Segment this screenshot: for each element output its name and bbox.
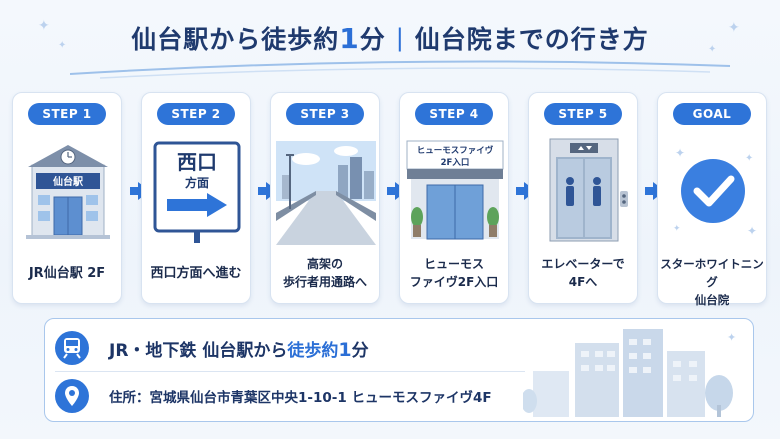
access-walk: 徒歩約 bbox=[287, 340, 339, 361]
step-caption-line2: 4Fへ bbox=[568, 275, 598, 289]
goal-badge: GOAL bbox=[673, 103, 751, 125]
sparkle-icon: ✦ bbox=[708, 44, 717, 55]
svg-text:✦: ✦ bbox=[747, 224, 757, 238]
title-part3: 仙台院までの行き方 bbox=[414, 25, 649, 54]
title-swoosh bbox=[70, 60, 730, 79]
step-caption: ヒューモス ファイヴ2F入口 bbox=[400, 255, 508, 291]
access-row: JR・地下鉄 仙台駅から徒歩約1分 bbox=[55, 325, 555, 371]
step-card-goal: GOAL ✦ ✦ ✦ ✦ スターホワイトニング 仙台院 bbox=[657, 92, 767, 307]
step-caption: 高架の 歩行者用通路へ bbox=[271, 255, 379, 291]
sparkle-icon: ✦ bbox=[38, 18, 50, 34]
city-skyline-illustration: ✦ bbox=[523, 329, 736, 417]
entrance-sign-line1: ヒューモスファイヴ bbox=[417, 145, 494, 156]
location-pin-icon bbox=[55, 379, 89, 413]
building-entrance-illustration: ヒューモスファイヴ 2F入口 bbox=[406, 140, 504, 240]
step-caption: エレベーターで 4Fへ bbox=[529, 255, 637, 291]
step-badge: STEP 2 bbox=[157, 103, 235, 125]
step-card-5: STEP 5 エレベーターで 4Fへ bbox=[528, 92, 638, 304]
svg-text:✦: ✦ bbox=[745, 153, 753, 164]
title-part1: 仙台駅から徒歩約 bbox=[131, 25, 340, 54]
svg-text:✦: ✦ bbox=[727, 331, 736, 344]
step-caption: スターホワイトニング 仙台院 bbox=[658, 255, 766, 309]
sign-west-exit: 西口 bbox=[177, 150, 217, 174]
step-badge: STEP 4 bbox=[415, 103, 493, 125]
access-info-panel: JR・地下鉄 仙台駅から徒歩約1分 住所：宮城県仙台市青葉区中央1-10-1 ヒ… bbox=[44, 318, 754, 422]
sparkle-icon: ✦ bbox=[58, 40, 67, 51]
address-text: 住所：宮城県仙台市青葉区中央1-10-1 ヒューモスファイヴ4F bbox=[109, 390, 492, 406]
pedestrian-walkway-illustration bbox=[276, 141, 376, 245]
station-building-illustration: 仙台駅 bbox=[26, 145, 110, 239]
step-card-2: STEP 2 西口 方面 西口方面へ進む bbox=[141, 92, 251, 304]
svg-text:✦: ✦ bbox=[673, 224, 681, 234]
title-minutes: 1 bbox=[339, 21, 360, 55]
step-caption: 西口方面へ進む bbox=[150, 266, 242, 281]
step-caption-line1: エレベーターで bbox=[541, 257, 625, 271]
access-minutes: 1 bbox=[338, 338, 352, 361]
title-separator: | bbox=[395, 24, 405, 52]
step-caption-line2: 仙台院 bbox=[694, 293, 730, 307]
step-caption-line1: ヒューモス bbox=[423, 257, 484, 271]
access-text: JR・地下鉄 仙台駅から徒歩約1分 bbox=[109, 336, 369, 361]
step-card-3: STEP 3 高架の 歩行者用通路へ bbox=[270, 92, 380, 304]
info-divider bbox=[55, 371, 525, 372]
address-row: 住所：宮城県仙台市青葉区中央1-10-1 ヒューモスファイヴ4F bbox=[55, 373, 555, 419]
steps-row: STEP 1 仙台駅 JR仙台駅 2F STEP 2 西口 方面 bbox=[12, 92, 768, 307]
step-caption-line2: ファイヴ2F入口 bbox=[409, 275, 499, 289]
access-prefix: JR・地下鉄 仙台駅から bbox=[109, 340, 288, 361]
svg-text:✦: ✦ bbox=[675, 146, 685, 160]
sparkle-icon: ✦ bbox=[728, 20, 740, 36]
step-caption-line1: 高架の bbox=[306, 257, 343, 271]
step-card-1: STEP 1 仙台駅 JR仙台駅 2F bbox=[12, 92, 122, 304]
step-badge: STEP 3 bbox=[286, 103, 364, 125]
check-icon: ✦ ✦ ✦ ✦ bbox=[673, 146, 757, 238]
step-caption-line1: スターホワイトニング bbox=[660, 257, 764, 289]
west-exit-sign-illustration: 西口 方面 bbox=[153, 141, 241, 243]
step-caption: JR仙台駅 2F bbox=[28, 266, 106, 281]
step-card-4: STEP 4 ヒューモスファイヴ 2F入口 ヒューモス ファイヴ2F入口 bbox=[399, 92, 509, 304]
step-caption-line2: 歩行者用通路へ bbox=[282, 275, 367, 289]
access-suffix: 分 bbox=[351, 340, 369, 361]
station-sign: 仙台駅 bbox=[53, 175, 84, 188]
train-icon bbox=[55, 331, 89, 365]
elevator-illustration bbox=[549, 138, 628, 242]
step-badge: STEP 1 bbox=[28, 103, 106, 125]
title-part2: 分 bbox=[359, 25, 386, 54]
step-badge: STEP 5 bbox=[544, 103, 622, 125]
sign-direction: 方面 bbox=[185, 175, 209, 190]
entrance-sign-line2: 2F入口 bbox=[441, 158, 470, 168]
